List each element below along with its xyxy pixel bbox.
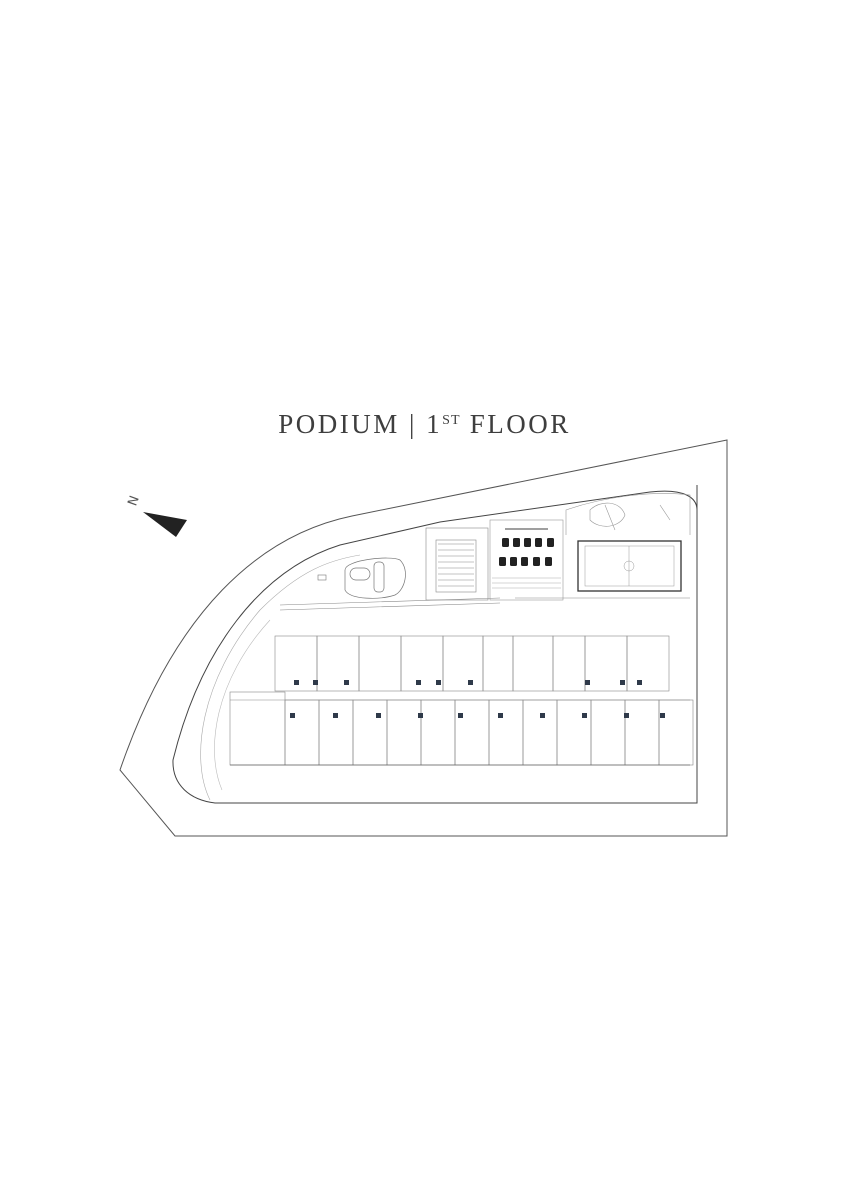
cinema-seat xyxy=(499,557,506,566)
unit-marker xyxy=(637,680,642,685)
basketball-court xyxy=(577,540,682,592)
apartment-unit xyxy=(454,699,490,766)
apartment-unit xyxy=(658,699,694,766)
outdoor-cinema xyxy=(489,519,564,601)
north-label: N xyxy=(125,494,142,508)
pool-deck xyxy=(425,527,489,601)
north-arrow-icon: N xyxy=(125,494,187,537)
unit-marker xyxy=(620,680,625,685)
apartment-unit xyxy=(488,699,524,766)
corridor xyxy=(279,597,690,611)
cinema-seat xyxy=(533,557,540,566)
apartment-unit xyxy=(512,635,554,692)
apartment-unit xyxy=(229,691,286,766)
title-superscript: ST xyxy=(442,413,461,428)
apartment-unit xyxy=(552,635,586,692)
title-rest: FLOOR xyxy=(460,409,571,439)
unit-marker xyxy=(458,713,463,718)
apartment-unit xyxy=(442,635,484,692)
page-title: PODIUM | 1ST FLOOR xyxy=(0,409,849,440)
swimming-pool xyxy=(344,557,406,599)
playground xyxy=(565,493,691,535)
unit-marker xyxy=(313,680,318,685)
apartment-unit xyxy=(590,699,626,766)
unit-marker xyxy=(416,680,421,685)
cinema-seat xyxy=(510,557,517,566)
unit-marker xyxy=(468,680,473,685)
apartment-unit xyxy=(626,635,670,692)
unit-marker xyxy=(290,713,295,718)
unit-marker xyxy=(436,680,441,685)
unit-marker xyxy=(498,713,503,718)
cinema-seat xyxy=(502,538,509,547)
apartment-unit xyxy=(420,699,456,766)
unit-marker xyxy=(540,713,545,718)
cinema-seat xyxy=(547,538,554,547)
unit-marker xyxy=(333,713,338,718)
unit-marker xyxy=(582,713,587,718)
unit-marker xyxy=(624,713,629,718)
walkway-edge xyxy=(214,619,271,791)
cinema-seat xyxy=(535,538,542,547)
unit-marker xyxy=(294,680,299,685)
unit-marker xyxy=(344,680,349,685)
apartment-unit xyxy=(482,635,514,692)
apartment-unit xyxy=(358,635,402,692)
unit-marker xyxy=(418,713,423,718)
cinema-seat xyxy=(521,557,528,566)
site-boundary xyxy=(119,439,728,837)
podium-edge xyxy=(172,485,698,804)
walkway-edge xyxy=(200,554,361,801)
apartment-unit xyxy=(386,699,422,766)
kids-pool-sign xyxy=(317,574,327,581)
cinema-seat xyxy=(545,557,552,566)
unit-marker xyxy=(585,680,590,685)
cinema-seat xyxy=(513,538,520,547)
apartment-unit xyxy=(556,699,592,766)
apartment-unit xyxy=(318,699,354,766)
apartment-unit xyxy=(624,699,660,766)
unit-marker xyxy=(660,713,665,718)
apartment-unit xyxy=(284,699,320,766)
unit-marker xyxy=(376,713,381,718)
apartment-unit xyxy=(352,699,388,766)
apartment-unit xyxy=(522,699,558,766)
title-main: PODIUM | 1 xyxy=(278,409,443,439)
apartment-unit xyxy=(316,635,360,692)
cinema-seat xyxy=(524,538,531,547)
